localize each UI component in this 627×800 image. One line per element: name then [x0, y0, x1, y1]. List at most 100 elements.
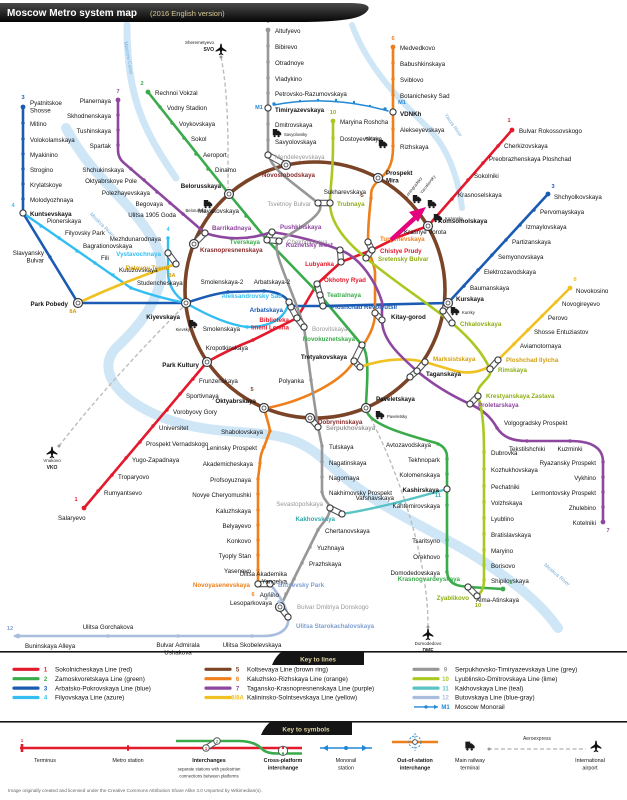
station-label-avtozavodskaya: Avtozavodskaya [386, 442, 432, 449]
aeroexpress-dot [219, 55, 223, 59]
station-vykhino [601, 475, 605, 479]
legend-line-name-moscow-monorail: Moscow Monorail [455, 704, 505, 711]
station-label-dobryninskaya: Dobryninskaya [318, 419, 363, 426]
station-label-slavyansky-bulvar: Bulvar [26, 257, 44, 264]
station-label-timiryazevskaya: Timiryazevskaya [275, 107, 325, 114]
station-vodny-stadion [158, 105, 162, 109]
station-konkovo [256, 538, 260, 542]
station-label-nagornaya: Nagornaya [329, 475, 360, 482]
station-label-frunzenskaya: Frunzenskaya [199, 378, 238, 385]
station-label-teatralnaya: Teatralnaya [327, 292, 361, 299]
map-annotation-belorussky: Belorussky [186, 208, 207, 213]
legend-line-number-3: 3 [44, 686, 48, 692]
station-label-aeroport: Aeroport [203, 152, 227, 159]
legend-line-name-zamoskvoretskaya-line-green-: Zamoskvoretskaya Line (green) [55, 676, 145, 683]
station-label-ryazansky-prospekt: Ryazansky Prospekt [540, 460, 597, 467]
legend-line-name-filyovskaya-line-azure-: Filyovskaya Line (azure) [55, 695, 124, 702]
key-symbols-title: Key to symbols [282, 727, 330, 734]
title-banner: Moscow Metro system map (2016 English ve… [0, 3, 369, 22]
line-number-10: 10 [330, 110, 336, 116]
station-label-kuznetsky-most: Kuznetsky Most [286, 242, 333, 249]
map-annotation-kievsky: Kievsky [176, 327, 191, 332]
station-novogireyevo [554, 300, 558, 304]
station-label-pionerskaya: Pionerskaya [47, 218, 82, 225]
station-label-mendeleyevskaya: Mendeleyevskaya [275, 154, 325, 161]
station-sukharevskaya [369, 196, 373, 200]
station-skhodnenskaya [116, 113, 120, 117]
railway-terminal-icon [427, 200, 437, 209]
line-y [76, 262, 178, 305]
station-rumyantsevo [96, 489, 100, 493]
station-label-myakinino: Myakinino [30, 152, 58, 159]
station-prazhskaya [300, 561, 304, 565]
line-number-8A: 8A [168, 273, 175, 279]
station-label-sviblovo: Sviblovo [400, 77, 424, 84]
station-vdnkh [389, 108, 397, 116]
station-label-fili: Fili [101, 255, 109, 262]
page-title: Moscow Metro system map [7, 8, 137, 19]
station-label-mezhdunarodnaya: Mezhdunarodnaya [110, 236, 162, 243]
key-symbols-tab [261, 721, 352, 735]
station-kitay-gorod [371, 309, 379, 317]
station-label-park-pobedy: Park Pobedy [31, 301, 69, 308]
station-label-belorusskaya: Belorusskaya [181, 183, 222, 190]
river [349, 22, 465, 211]
station-voykovskaya [170, 121, 174, 125]
station-label-maryino: Maryino [491, 548, 514, 555]
train-body [433, 214, 443, 221]
station-zhulebino [601, 505, 605, 509]
line-number-3: 3 [551, 184, 554, 190]
station-bulvar-dmitriya-donskogo-inner [277, 604, 283, 610]
station-label-chistye-prudy: Chistye Prudy [380, 248, 422, 255]
highlight-arrow-shaft [389, 215, 418, 242]
station-label-maryina-roshcha: Maryina Roshcha [340, 119, 389, 126]
station-label-volzhskaya: Volzhskaya [491, 500, 523, 507]
station-avtozavodskaya [436, 442, 440, 446]
station-annino [284, 592, 288, 596]
station-label-kuntsevskaya: Kuntsevskaya [30, 211, 72, 218]
monorail-dot [352, 100, 356, 104]
station-dobryninskaya-inner [307, 415, 313, 421]
station-label-rechnoi-vokzal: Rechnoi Vokzal [155, 90, 198, 97]
station-label-turgenevskaya: Turgenevskaya [380, 236, 425, 243]
train-body [375, 411, 385, 418]
train-body [378, 140, 388, 147]
legend-line-number-11: 11 [442, 686, 449, 692]
station-botanichesky-sad [391, 93, 395, 97]
monorail-dot [316, 98, 320, 102]
station-dostoyevskaya [331, 136, 335, 140]
station-label-serpukhovskaya: Serpukhovskaya [326, 425, 376, 432]
train-wheel [204, 206, 207, 209]
train-body [427, 200, 437, 207]
station-tretyakovskaya [350, 357, 358, 365]
symbol-interchange-green [213, 737, 221, 745]
legend-line-name-kakhovskaya-line-teal-: Kakhovskaya Line (teal) [455, 685, 523, 692]
line-number-8A: 8A [69, 309, 76, 315]
station-label-domodedovskaya: Domodedovskaya [390, 570, 440, 577]
station-kaluzhskaya [256, 508, 260, 512]
station-kiyevskaya-inner [183, 300, 189, 306]
station-tulskaya [320, 444, 324, 448]
station-label-smolenskaya: Smolenskaya [203, 326, 241, 333]
station-mendeleyevskaya [264, 151, 272, 159]
station-label-orekhovo: Orekhovo [413, 554, 440, 561]
railway-terminal-icon [433, 214, 443, 223]
station-label-studencheskaya: Studencheskaya [137, 280, 183, 287]
station-novye-cheryomushki [256, 492, 260, 496]
station-leninsky-prospekt [262, 445, 266, 449]
station-label-krasnopresnenskaya: Krasnopresnenskaya [200, 247, 263, 254]
station-aleksandrovsky-sad [285, 298, 293, 306]
station-label-taganskaya: Taganskaya [426, 371, 462, 378]
station-label-vorobyovy-gory: Vorobyovy Gory [173, 409, 218, 416]
station-label-kakhovskaya: Kakhovskaya [295, 516, 335, 523]
symbol-label-oos-2: interchange [400, 766, 431, 772]
station-label-nakhimovsky-prospekt: Nakhimovsky Prospekt [329, 490, 392, 497]
station-kuznetsky-most [336, 246, 344, 254]
station-label-shchyolkovskaya: Shchyolkovskaya [554, 194, 602, 201]
station-label-borisovo: Borisovo [491, 563, 516, 570]
station-label-novoyasenevskaya: Novoyasenevskaya [193, 582, 251, 589]
train-wheel [432, 206, 435, 209]
page-subtitle: (2016 English version) [150, 9, 225, 18]
legend-line-number-m1: M1 [441, 705, 450, 711]
